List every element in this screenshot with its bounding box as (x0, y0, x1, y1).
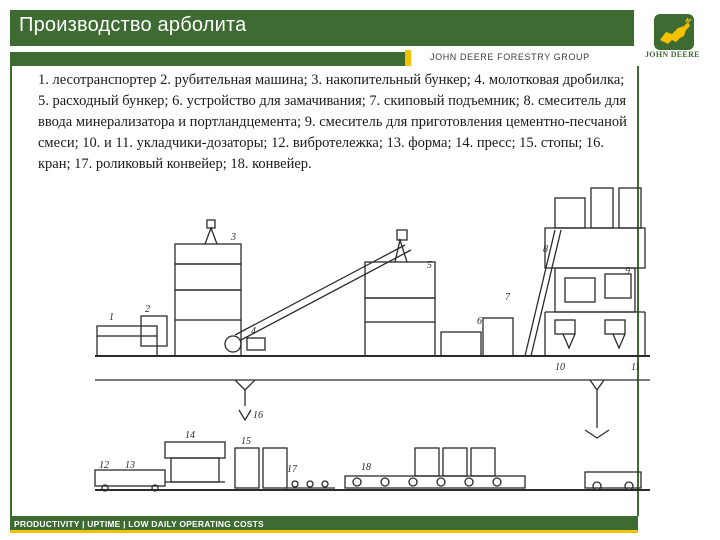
john-deere-logo (638, 12, 710, 64)
diagram-label-8: 8 (543, 244, 548, 255)
header-bar (10, 10, 634, 46)
diagram-label-16: 16 (253, 410, 263, 421)
sub-bar-accent (405, 50, 411, 66)
diagram-label-4: 4 (251, 326, 256, 337)
production-line-diagram: 1 2 3 4 5 6 7 8 9 10 11 12 13 14 15 16 1… (94, 187, 650, 492)
diagram-label-3: 3 (230, 232, 236, 243)
diagram-label-11: 11 (631, 362, 640, 373)
diagram-label-12: 12 (99, 460, 109, 471)
diagram-label-18: 18 (361, 462, 371, 473)
page-title: Производство арболита (19, 14, 247, 36)
diagram-label-10: 10 (555, 362, 565, 373)
diagram-label-14: 14 (185, 430, 195, 441)
footer-bar (10, 516, 638, 530)
sub-bar-green (10, 52, 405, 66)
diagram-label-9: 9 (625, 266, 630, 277)
diagram-label-5: 5 (427, 260, 432, 271)
legend-caption: 1. лесотранспортер 2. рубительная машина… (38, 72, 627, 172)
diagram-label-15: 15 (241, 436, 251, 447)
diagram-label-7: 7 (505, 292, 511, 303)
deer-icon (654, 14, 694, 50)
left-frame-rule (10, 66, 12, 516)
brand-group-name: JOHN DEERE FORESTRY GROUP (430, 52, 590, 62)
footer-tagline: PRODUCTIVITY | UPTIME | LOW DAILY OPERAT… (14, 519, 264, 529)
right-frame-rule (637, 66, 639, 516)
logo-wordmark: JOHN DEERE (645, 50, 700, 59)
sub-bar (10, 48, 634, 66)
diagram-label-13: 13 (125, 460, 135, 471)
diagram-label-2: 2 (145, 304, 150, 315)
footer-accent (10, 530, 638, 533)
diagram-label-1: 1 (109, 312, 114, 323)
diagram-label-6: 6 (477, 316, 482, 327)
diagram-label-17: 17 (287, 464, 298, 475)
